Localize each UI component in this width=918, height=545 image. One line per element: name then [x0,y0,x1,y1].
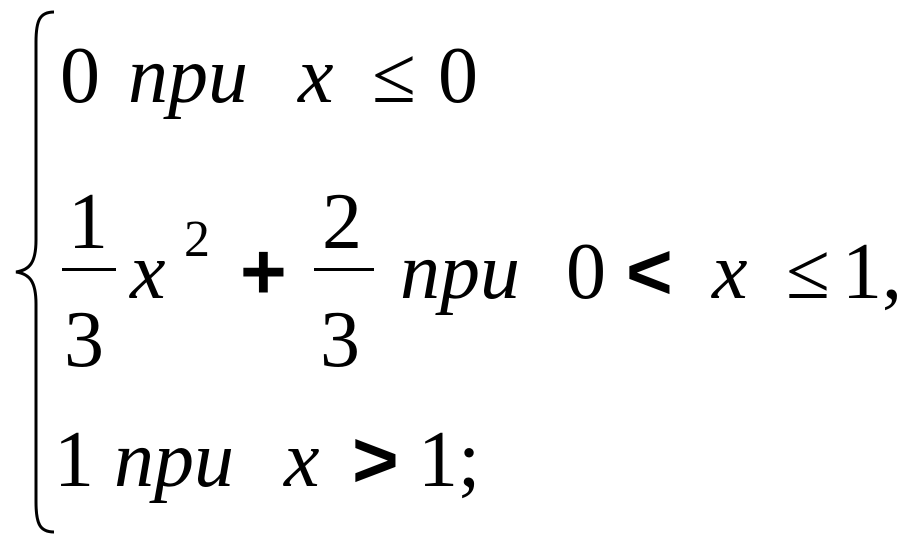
case1-bound: 0 [438,32,478,120]
case2-rel1: < [626,227,673,316]
case3-rel: > [352,415,399,504]
case2-frac1-bar [62,268,116,271]
case1-var: x [298,32,334,120]
case2-upper: 1, [842,228,902,316]
case2-plus: + [240,227,287,316]
case2-word: при [400,228,520,316]
case2-lower: 0 [566,228,606,316]
case2-rel2: ≤ [786,228,830,316]
case2-exponent: 2 [184,211,210,268]
case2-var2: x [712,228,748,316]
case2-var: x [130,228,166,316]
case1-value: 0 [60,32,100,120]
case2-frac2-num: 2 [322,178,362,266]
case3-var: x [284,416,320,504]
case2-frac1-num: 1 [68,178,108,266]
case2-frac2-bar [314,268,374,271]
case3-value: 1 [54,416,94,504]
case1-word: при [128,32,248,120]
left-curly-brace [15,10,55,534]
case1-rel: ≤ [372,32,416,120]
case3-word: при [114,416,234,504]
case3-bound: 1; [418,416,481,504]
case2-frac1-den: 3 [64,296,104,384]
case2-frac2-den: 3 [320,296,360,384]
